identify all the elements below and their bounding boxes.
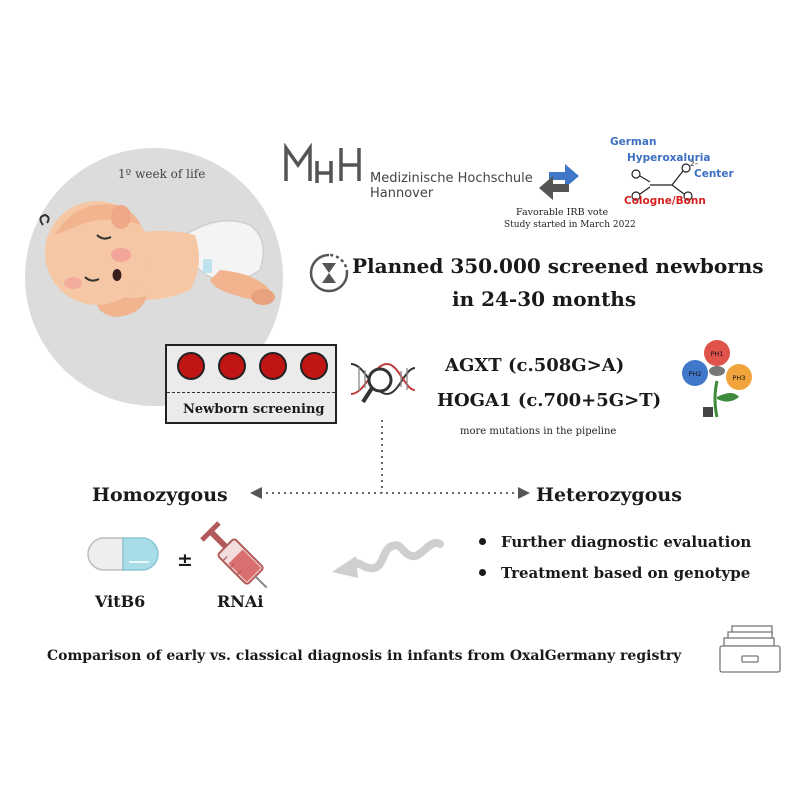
card-divider [167,392,335,393]
step-further-evaluation: Further diagnostic evaluation [479,527,751,558]
rnai-label: RNAi [217,592,264,611]
center-location: Cologne/Bonn [624,195,706,207]
file-cabinet-icon [719,625,781,673]
plus-minus-symbol: ± [177,549,193,571]
step-genotype-treatment: Treatment based on genotype [479,558,751,589]
comparison-statement: Comparison of early vs. classical diagno… [47,648,682,664]
mhh-logo [284,143,361,183]
syringe-icon [200,521,268,589]
mhh-name-line1: Medizinische Hochschule [370,171,533,186]
blood-spot [218,352,246,380]
heterozygous-label: Heterozygous [536,484,682,506]
curved-arrow-icon [332,538,444,578]
homozygous-label: Homozygous [92,484,228,506]
sleeping-baby-illustration [39,201,275,317]
newborn-screening-card [165,344,337,424]
center-name-line1: German [610,136,657,148]
petal-ph3: PH3 [733,374,746,382]
mhh-name-line2: Hannover [370,186,434,201]
petal-ph2: PH2 [689,370,702,378]
blood-spot [259,352,287,380]
svg-text:2−: 2− [690,160,698,168]
vitamin-capsule-icon [87,537,159,571]
petal-ph1: PH1 [711,350,724,358]
study-start-text: Study started in March 2022 [504,220,636,230]
planned-screening-line2: in 24-30 months [452,287,637,311]
week-of-life-label: 1º week of life [118,167,206,181]
hoga1-mutation: HOGA1 (c.700+5G>T) [437,390,662,411]
center-name-line2: Hyperoxaluria [627,152,711,164]
agxt-mutation: AGXT (c.508G>A) [445,355,625,376]
newborn-screening-label: Newborn screening [183,402,325,417]
mhh-name: Medizinische Hochschule Hannover [370,171,533,201]
vitb6-label: VitB6 [95,592,146,611]
irb-vote-text: Favorable IRB vote [516,207,609,218]
oxalate-molecule-icon: 2− [631,160,698,201]
hourglass-icon [309,253,349,293]
ph-flower-icon: PH1 PH2 PH3 [682,340,752,418]
center-name-line3: Center [694,168,734,180]
blood-spot [300,352,328,380]
pipeline-note: more mutations in the pipeline [460,426,617,437]
planned-screening-line1: Planned 350.000 screened newborns [352,254,764,278]
dna-magnifier-icon [350,362,416,404]
heterozygous-steps: Further diagnostic evaluation Treatment … [479,527,751,589]
exchange-arrows-icon [539,164,579,200]
blood-spot [177,352,205,380]
